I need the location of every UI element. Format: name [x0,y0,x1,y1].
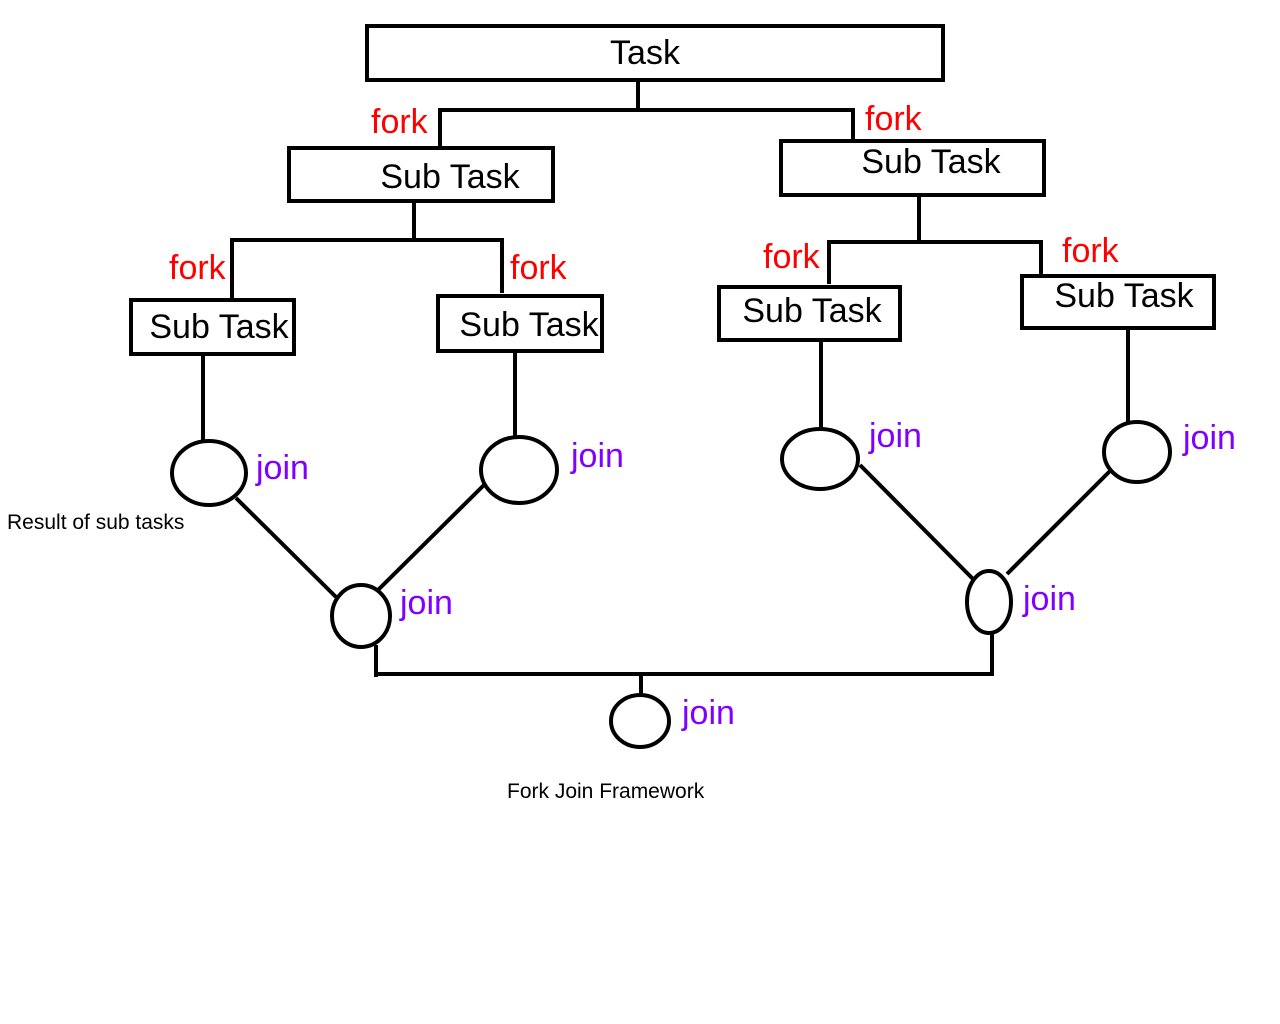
join-node-1 [170,439,248,507]
join-edges [201,328,1130,694]
subtask-level1-right: Sub Task [779,139,1046,197]
edge-join4-join6 [1005,468,1113,576]
fork-labels: fork fork fork fork fork fork [169,100,1120,287]
subtask-level2-1: Sub Task [129,298,296,356]
root-task: Task [365,24,945,82]
edge-join2-join5 [376,483,486,592]
edge-join1-join5 [234,496,338,599]
subtask-level2-3: Sub Task [717,285,902,342]
subtask-label: Sub Task [861,143,1001,181]
subtask-label: Sub Task [742,292,882,330]
subtask-box [129,298,296,356]
fork-label: fork [169,249,227,287]
fork-edges [230,80,1043,302]
diagram-title: Fork Join Framework [507,780,705,803]
join-node-6 [965,569,1013,635]
subtask-label: Sub Task [459,306,599,344]
subtask-box [1020,274,1216,330]
join-node-4 [1102,420,1172,484]
fork-label: fork [1062,232,1120,270]
subtask-box [287,146,555,203]
subtask-label: Sub Task [380,158,520,196]
join-node-2 [479,435,559,505]
subtask-label: Sub Task [149,308,289,346]
fork-label: fork [510,249,568,287]
subtask-box [779,139,1046,197]
join-label: join [868,417,922,455]
subtask-level2-2: Sub Task [436,294,604,353]
fork-label: fork [865,100,923,138]
edge-join3-join6 [858,463,975,581]
root-task-box [365,24,945,82]
subtask-box [436,294,604,353]
subtask-level2-4: Sub Task [1020,274,1216,330]
join-node-5 [330,583,392,649]
subtask-box [717,285,902,342]
subtask-label: Sub Task [1054,277,1194,315]
join-nodes [170,420,1172,749]
subtask-level1-left: Sub Task [287,146,555,203]
join-label: join [1022,580,1076,618]
join-node-3 [780,427,860,491]
result-annotation: Result of sub tasks [7,511,184,534]
join-label: join [681,694,735,732]
root-task-label: Task [610,34,681,72]
join-label: join [399,584,453,622]
fork-label: fork [763,238,821,276]
join-label: join [255,449,309,487]
fork-label: fork [371,103,429,141]
join-labels: join join join join join join join [255,417,1236,732]
join-label: join [1182,419,1236,457]
join-node-final [609,693,671,749]
join-label: join [570,437,624,475]
